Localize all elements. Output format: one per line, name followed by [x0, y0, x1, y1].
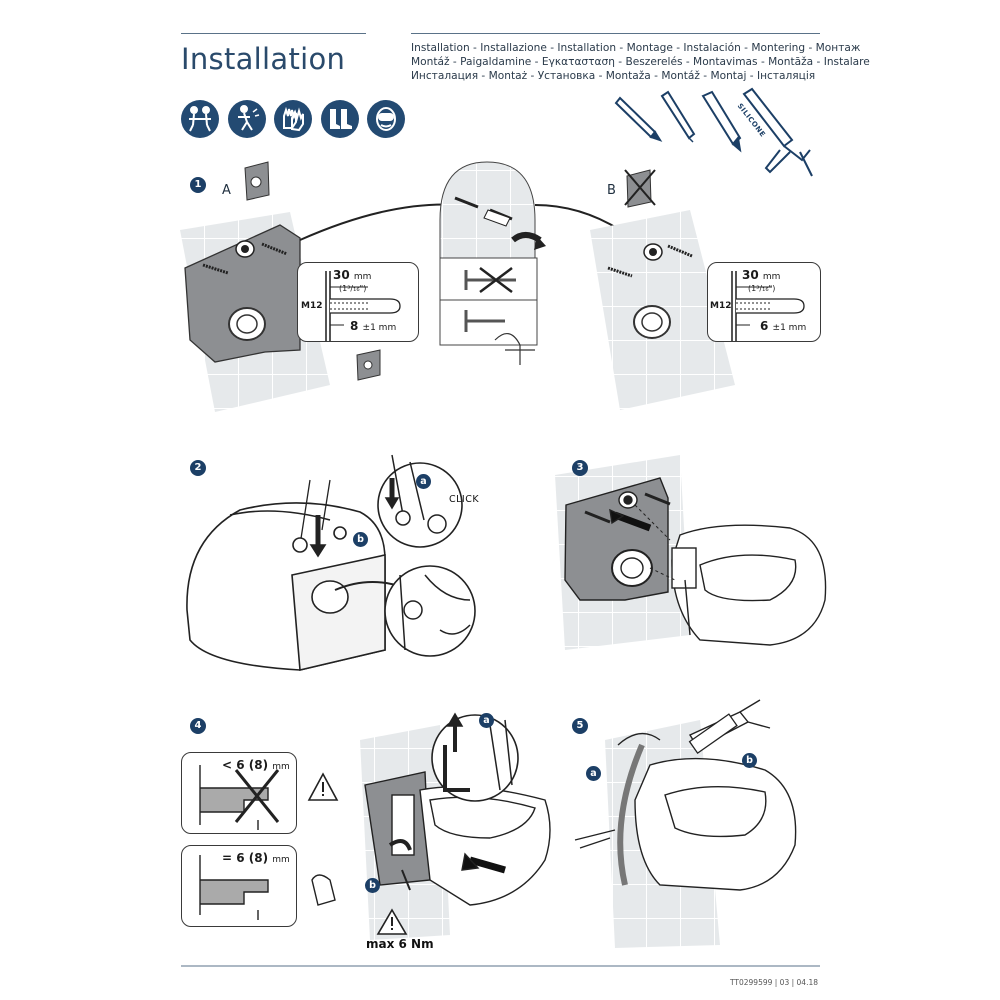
step5-sub-a: a	[586, 766, 601, 781]
two-person-lift-icon	[181, 100, 219, 138]
gap-box-right	[181, 845, 297, 927]
depth-inch-a: (1³/₁₆")	[339, 284, 367, 293]
offset-value-a: 8 ±1 mm	[350, 319, 397, 333]
face-mask-icon	[367, 100, 405, 138]
gap-wrong-label: < 6 (8) mm	[222, 758, 290, 772]
safety-boots-icon	[321, 100, 359, 138]
step4-sub-b: b	[365, 878, 380, 893]
page-title: Installation	[181, 42, 346, 76]
gap-right-label: = 6 (8) mm	[222, 851, 290, 865]
step1-wall-b	[590, 169, 735, 410]
dimension-box-a	[297, 262, 419, 342]
drill-icon	[660, 90, 696, 143]
header-rule-left	[181, 33, 366, 34]
depth-value-b: 30 mm	[742, 268, 781, 282]
depth-value-a: 30 mm	[333, 268, 372, 282]
step-number-3: 3	[572, 460, 588, 476]
step1-detail-panel	[439, 161, 546, 365]
step5-sealing	[574, 699, 797, 948]
step1-wall-a	[180, 161, 381, 412]
thread-label-b: M12	[710, 301, 732, 311]
step4-detail-art	[199, 765, 336, 920]
offset-value-b: 6 ±1 mm	[760, 319, 807, 333]
step2-toilet-rear	[186, 479, 406, 671]
click-label: CLICK	[449, 494, 480, 505]
language-line-1: Installation - Installazione - Installat…	[411, 42, 861, 54]
step-number-1: 1	[190, 177, 206, 193]
thread-label-a: M12	[301, 301, 323, 311]
variant-label-b: B	[607, 183, 616, 198]
dimension-box-b	[707, 262, 821, 342]
step5-silicone-cartridge	[688, 713, 738, 755]
language-line-2: Montáž - Paigaldamine - Εγκατασταση - Be…	[411, 55, 870, 68]
language-list: Installation - Installazione - Installat…	[411, 42, 870, 83]
step2-detail-a-art	[384, 454, 447, 534]
step4-detail-a-art	[443, 712, 513, 792]
step-number-4: 4	[190, 718, 206, 734]
step2-detail-b	[384, 565, 476, 657]
footer-code: TT0299599 | 03 | 04.18	[729, 978, 818, 987]
step2-sub-b: b	[353, 532, 368, 547]
step-number-5: 5	[572, 718, 588, 734]
depth-inch-b: (1³/₁₆")	[748, 284, 776, 293]
torque-label: max 6 Nm	[366, 937, 434, 951]
back-injury-icon	[228, 100, 266, 138]
step2-sub-a: a	[416, 474, 431, 489]
step2-detail-b-art	[399, 574, 471, 651]
step5-sub-b: b	[742, 753, 757, 768]
step3-mounting	[555, 455, 827, 650]
gap-box-wrong	[181, 752, 297, 834]
step4-sub-a: a	[479, 713, 494, 728]
header-rule-right	[411, 33, 820, 34]
utility-knife-icon	[701, 90, 742, 153]
step-number-2: 2	[190, 460, 206, 476]
variant-label-a: A	[222, 183, 231, 198]
gloves-icon	[274, 100, 312, 138]
language-line-3: Инсталация - Montaż - Установка - Montaž…	[411, 69, 816, 82]
silicone-gun-icon	[742, 87, 813, 177]
marker-pen-icon	[614, 96, 663, 142]
